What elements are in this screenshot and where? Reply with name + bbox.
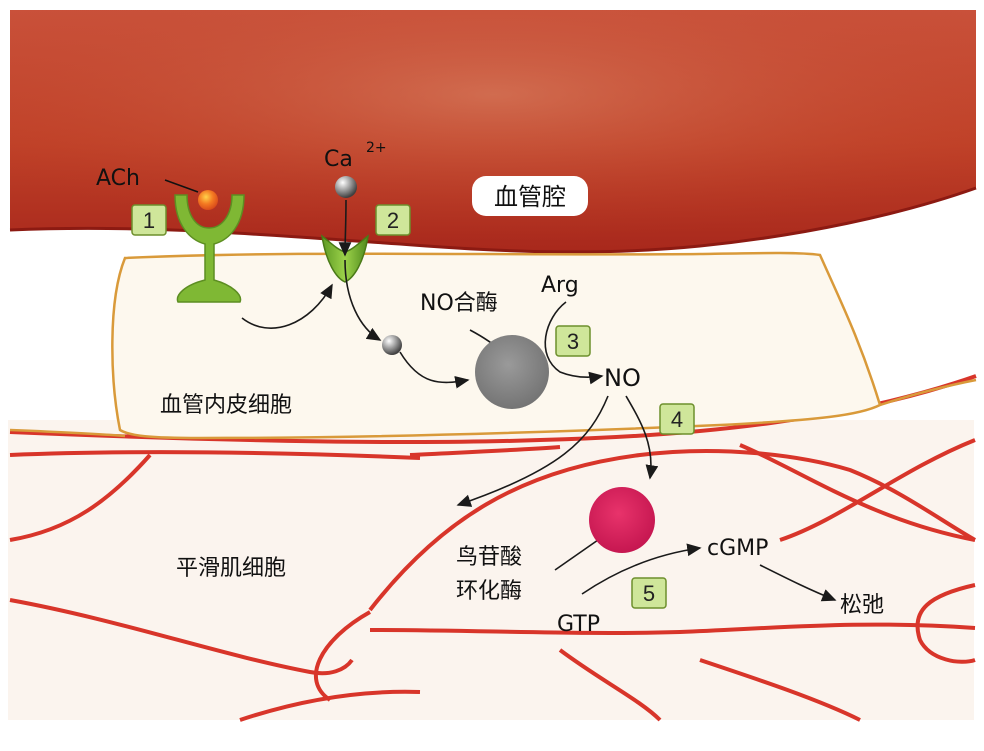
step-label-5: 5 [643, 581, 655, 606]
lumen-label-bg [472, 176, 588, 216]
arrow-no-diffuse [456, 395, 609, 507]
step-box-3: 3 [555, 325, 591, 357]
muscle-cell-boundary [9, 450, 421, 460]
muscle-cell-boundary [558, 648, 662, 722]
arrow-arg-to-no [544, 301, 604, 385]
gtp-label: GTP [557, 612, 600, 637]
arrow-calcium-influx [338, 199, 352, 257]
muscle-cell-boundary [699, 658, 861, 722]
calcium-label: Ca [324, 147, 353, 172]
cgmp-label: cGMP [707, 536, 768, 561]
muscle-cell-boundary [915, 583, 976, 664]
gc-leader-line [554, 539, 599, 571]
no-synthase-label: NO合酶 [420, 291, 498, 316]
muscle-cell-boundary [9, 453, 152, 542]
endothelial-cell-edge [9, 428, 126, 438]
muscle-cell-boundary [779, 438, 976, 542]
arrow-calcium-to-nos [399, 351, 470, 389]
muscle-cell-boundary [369, 622, 976, 635]
guanylate-cyclase-label-line1: 鸟苷酸 [456, 545, 522, 570]
step-label-4: 4 [671, 407, 683, 432]
vessel-lumen-highlight [10, 10, 976, 252]
ach-receptor [174, 194, 245, 303]
muscle-cell-boundary [9, 598, 354, 676]
guanylate-cyclase-label-line2: 环化酶 [456, 579, 522, 604]
arrow-gtp-to-cgmp [581, 543, 702, 595]
smooth-muscle-cell-label: 平滑肌细胞 [176, 556, 286, 581]
step-box-4: 4 [659, 403, 695, 435]
calcium-ion-outside [335, 176, 357, 198]
muscle-cell-boundary [409, 445, 561, 457]
step-label-2: 2 [387, 208, 399, 233]
guanylate-cyclase-enzyme [589, 487, 655, 553]
muscle-cell-boundary [368, 448, 976, 612]
ach-leader-line [164, 179, 199, 193]
step-box-2: 2 [375, 204, 411, 236]
arrow-calcium-into-cell [344, 259, 382, 341]
lumen-label: 血管腔 [494, 183, 566, 211]
ach-molecule [198, 190, 218, 210]
muscle-cell-boundary [239, 689, 421, 722]
step-box-5: 5 [631, 577, 667, 609]
arrow-no-to-gc [625, 395, 659, 480]
calcium-charge-label: 2+ [366, 140, 387, 156]
endothelial-cell-label: 血管内皮细胞 [160, 393, 292, 418]
step-label-3: 3 [567, 329, 579, 354]
muscle-cell-boundary [313, 610, 371, 702]
step-box-1: 1 [131, 204, 167, 236]
step-label-1: 1 [143, 208, 155, 233]
smooth-muscle-layer [8, 420, 974, 720]
arrow-receptor-to-channel [241, 283, 333, 329]
no-synthase-enzyme [475, 335, 549, 409]
arrow-cgmp-to-relaxation [759, 564, 837, 602]
arginine-label: Arg [541, 273, 579, 298]
endothelial-cell-edge [879, 378, 977, 407]
relaxation-label: 松弛 [840, 593, 884, 618]
muscle-cell-boundary [739, 443, 976, 542]
ach-label: ACh [96, 166, 140, 191]
calcium-ion-inside [382, 335, 402, 355]
no-label: NO [604, 364, 641, 392]
